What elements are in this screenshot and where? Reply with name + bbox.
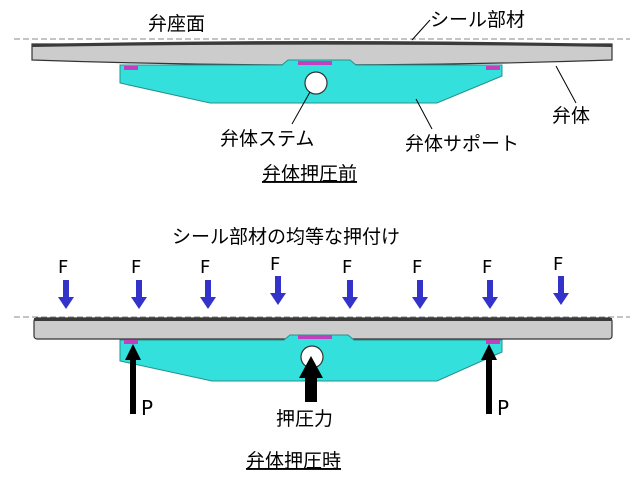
force-arrow: [342, 280, 358, 309]
caption-before: 弁体押圧前: [262, 163, 357, 185]
force-arrow: [412, 280, 428, 309]
force-arrows: F F F F F F F F: [58, 254, 569, 309]
seal-member-top: [32, 41, 612, 47]
force-label: F: [270, 254, 280, 275]
force-label: F: [58, 257, 68, 278]
top-section: 弁座面 シール部材 弁体 弁体ステム 弁体サポート 弁体押圧前: [14, 9, 630, 185]
force-arrow: [482, 280, 498, 309]
force-arrow: [131, 280, 147, 309]
force-arrow: [270, 276, 286, 305]
pad-bottom-right: [486, 340, 500, 344]
leader-stem: [291, 91, 311, 125]
force-label: F: [131, 257, 141, 278]
pad-top-right: [486, 66, 500, 70]
reaction-arrow-left: [125, 344, 141, 414]
pad-top-center: [298, 61, 332, 65]
pad-top-left: [124, 66, 138, 70]
reaction-arrow-right: [481, 344, 497, 414]
force-label: F: [412, 257, 422, 278]
pad-bottom-center: [298, 335, 332, 339]
force-label: F: [482, 257, 492, 278]
press-force-arrow: [299, 356, 323, 402]
force-arrow: [200, 280, 216, 309]
label-valve-body: 弁体: [552, 105, 590, 127]
leader-seal-member: [411, 19, 431, 41]
label-seat-face: 弁座面: [148, 13, 205, 35]
valve-stem-top: [304, 71, 328, 95]
leader-support: [415, 98, 433, 130]
pad-bottom-left: [124, 340, 138, 344]
force-label: F: [342, 257, 352, 278]
leader-valve-body: [555, 65, 577, 104]
force-label: F: [553, 254, 563, 275]
label-seal-member: シール部材: [430, 9, 525, 31]
label-support: 弁体サポート: [405, 133, 519, 155]
reaction-label-right: P: [497, 396, 509, 420]
label-press-force: 押圧力: [276, 408, 333, 430]
force-arrow: [553, 276, 569, 305]
bottom-section: シール部材の均等な押付け F F F F F F F F: [14, 226, 630, 472]
force-arrow: [58, 280, 74, 309]
seal-member-bottom: [34, 318, 612, 321]
force-label: F: [200, 257, 210, 278]
caption-during: 弁体押圧時: [246, 450, 341, 472]
reaction-label-left: P: [141, 396, 153, 420]
label-stem: 弁体ステム: [220, 128, 314, 150]
heading-even-press: シール部材の均等な押付け: [172, 226, 400, 248]
